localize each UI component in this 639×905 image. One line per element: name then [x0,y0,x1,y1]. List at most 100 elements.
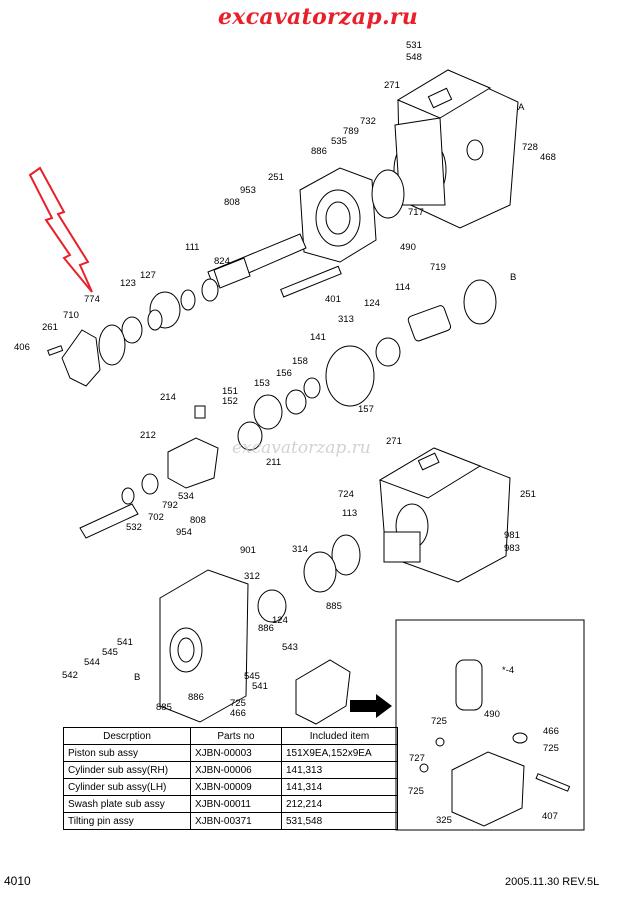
cell-description: Cylinder sub assy(LH) [63,778,191,796]
o-ring-719 [463,279,497,325]
ring-127b [147,309,163,331]
callout-label: 789 [343,126,359,137]
callout-label: 885 [326,601,342,612]
o-ring-710 [98,324,126,366]
callout-label: 725 [543,743,559,754]
callout-label: 886 [188,692,204,703]
callout-label: 490 [484,709,500,720]
callout-label: 466 [230,708,246,719]
callout-label: 545 [102,647,118,658]
o-ring-717 [371,169,405,219]
piston-151 [194,405,206,419]
sleeve-124 [375,337,401,367]
callout-label: 719 [430,262,446,273]
black-arrow [350,694,392,718]
bolt-407 [535,773,571,792]
callout-label: 545 [244,671,260,682]
callout-label: 732 [360,116,376,127]
swash-211 [237,421,263,451]
callout-label: B [134,672,140,683]
ring-127a [180,289,196,311]
callout-label: 151 [222,386,238,397]
callout-label: 541 [117,637,133,648]
ring-824 [201,278,219,302]
cylinder-block-141 [325,345,375,407]
solenoid-4 [455,659,483,711]
callout-label: 468 [540,152,556,163]
callout-label: 127 [140,270,156,281]
header-description: Descrption [63,727,191,745]
block-325 [451,751,525,827]
callout-label: *-4 [502,665,514,676]
callout-label: 114 [395,282,410,293]
callout-label: 954 [176,527,192,538]
callout-label: 312 [244,571,260,582]
callout-label: 727 [409,753,425,764]
header-parts-no: Parts no [190,727,282,745]
revision-date: 2005.11.30 REV.5L [505,876,600,888]
regulator-543 [295,659,351,725]
callout-label: 158 [292,356,308,367]
callout-label: 271 [386,436,402,447]
retainer-153 [253,394,283,430]
cell-included: 212,214 [281,795,398,813]
callout-label: 157 [358,404,374,415]
pin-532 [79,503,139,539]
callout-label: 953 [240,185,256,196]
callout-label: 156 [276,368,292,379]
cell-parts-no: XJBN-00006 [190,761,282,779]
callout-label: 314 [292,544,308,555]
callout-label: 725 [408,786,424,797]
callout-label: 212 [140,430,156,441]
callout-label: 211 [266,457,281,468]
callout-label: 534 [178,491,194,502]
guide-158 [303,377,321,399]
callout-label: 983 [504,543,520,554]
red-pointer-arrow [28,166,93,293]
callout-label: 251 [520,489,536,500]
callout-label: 774 [84,294,100,305]
callout-label: 548 [406,52,422,63]
o-ring-719-lower [331,534,361,576]
callout-label: 153 [254,378,270,389]
shaft-113 [383,531,421,563]
cell-description: Piston sub assy [63,744,191,762]
callout-label: 141 [310,332,326,343]
callout-label: 466 [543,726,559,737]
callout-label: 728 [522,142,538,153]
callout-label: 725 [230,698,246,709]
callout-label: 808 [224,197,240,208]
callout-label: 325 [436,815,452,826]
callout-label: 717 [408,207,424,218]
cell-parts-no: XJBN-00009 [190,778,282,796]
cell-parts-no: XJBN-00003 [190,744,282,762]
center-watermark: excavatorzap.ru [232,438,371,458]
bolt-406 [47,345,64,356]
plug-466 [512,732,528,744]
plug-792 [141,473,159,495]
cell-included: 151X9EA,152x9EA [281,744,398,762]
cover-261 [61,329,101,387]
callout-label: B [510,272,516,283]
swash-plate-212 [167,437,219,489]
table-header-row: Descrption Parts no Included item [63,727,398,745]
callout-label: 214 [160,392,176,403]
callout-label: 152 [222,396,238,407]
bushing-114 [407,305,452,342]
callout-label: 124 [364,298,380,309]
cell-parts-no: XJBN-00371 [190,812,282,830]
cell-parts-no: XJBN-00011 [190,795,282,813]
cell-description: Tilting pin assy [63,812,191,830]
callout-label: 543 [282,642,298,653]
ring-702 [121,487,135,505]
callout-label: 724 [338,489,354,500]
callout-label: 113 [342,508,357,519]
ring-156 [285,389,307,415]
callout-label: 401 [325,294,341,305]
callout-label: 251 [268,172,284,183]
